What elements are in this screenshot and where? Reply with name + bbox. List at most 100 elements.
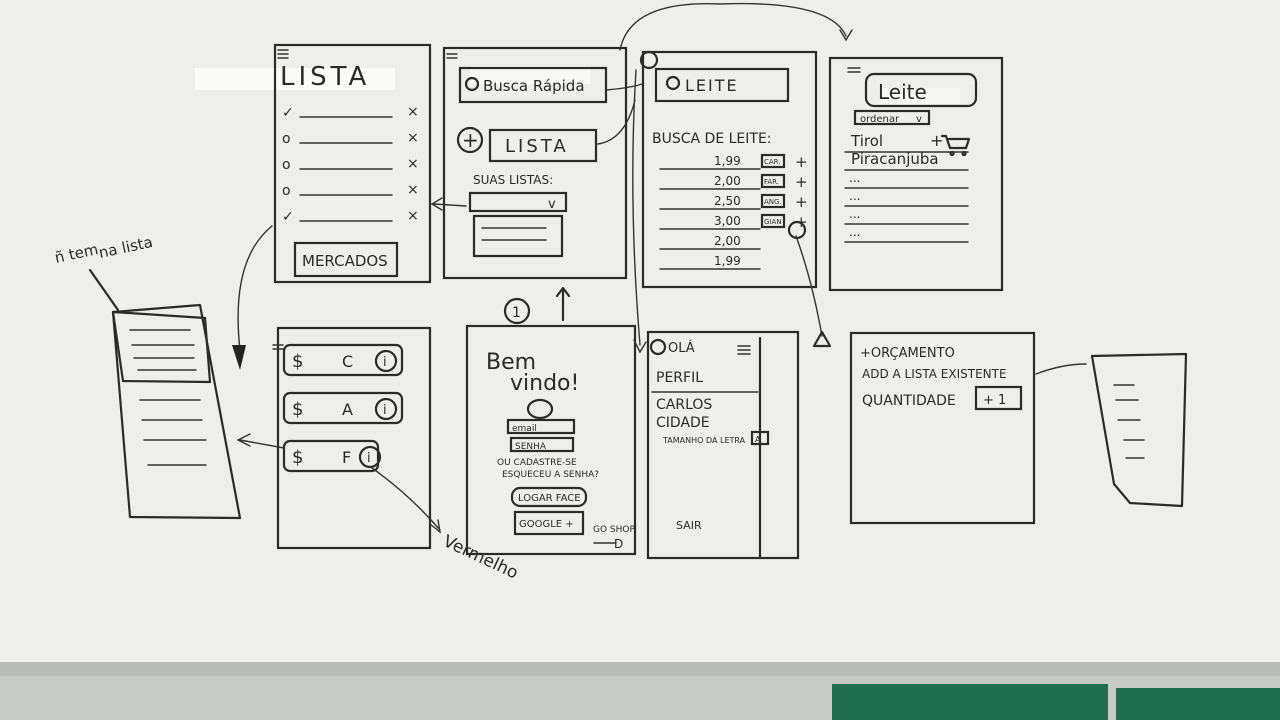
quantity-stepper[interactable] [974,385,1023,411]
logout-link[interactable]: SAIR [676,519,702,532]
search-value: LEITE [685,76,739,95]
email-field[interactable] [506,418,576,435]
add-budget-option[interactable]: +ORÇAMENTO [860,346,955,361]
close-icon[interactable]: × [407,156,419,172]
close-icon[interactable]: × [407,130,419,146]
sketch-lines [129,329,207,466]
add-icon[interactable] [456,126,484,154]
add-plus: + [462,128,479,152]
doodle-note-right [1090,352,1188,508]
frame-border [273,43,432,284]
search-input[interactable] [654,67,790,103]
market-initial: A [342,400,353,419]
add-existing-list-option[interactable]: ADD A LISTA EXISTENTE [862,367,1007,381]
frame-border [276,326,432,550]
chevron-down-icon: v [548,197,556,212]
arrow-lista-to-note [237,225,273,351]
lista-button[interactable] [488,128,598,163]
add-to-cart-plus[interactable]: + [930,131,943,150]
product-title: Leite [878,80,927,104]
close-icon[interactable]: × [407,208,419,224]
info-glyph: i [383,403,387,418]
frame-border [641,50,818,289]
quantity-label: QUANTIDADE [862,393,956,409]
light-reflection [880,88,960,104]
info-glyph: i [383,355,387,370]
arrow-head [812,330,832,348]
arrow-lista-button [597,99,636,145]
add-result-button[interactable]: + [795,153,808,171]
frame-add-popup: +ORÇAMENTO ADD A LISTA EXISTENTE QUANTID… [849,331,1087,525]
paper-sketch [111,303,242,520]
light-reflection [470,66,590,84]
step-number: 1 [512,305,521,321]
product-item[interactable]: ... [849,207,860,221]
result-price: 2,00 [714,234,741,248]
menu-icon [446,53,458,59]
check-mark[interactable]: ✓ [282,209,294,225]
info-icon[interactable] [358,445,382,469]
store-badge [760,173,786,189]
product-item[interactable]: Piracanjuba [851,150,939,168]
product-item[interactable]: Tirol [850,132,883,150]
perfil-label[interactable]: PERFIL [656,370,703,386]
menu-icon[interactable] [737,345,751,355]
check-mark[interactable]: o [282,183,291,199]
light-reflection [195,68,395,90]
price-symbol: $ [292,447,303,468]
check-mark[interactable]: o [282,157,291,173]
password-field[interactable] [509,436,575,453]
welcome-line-1: Bem [486,350,536,375]
smile-doodle: D [614,537,623,551]
flow-arrows [232,2,853,534]
results-heading: BUSCA DE LEITE: [652,131,772,147]
market-row[interactable] [282,391,404,425]
product-item[interactable]: ... [849,189,860,203]
signup-link[interactable]: OU CADASTRE-SE [497,458,577,468]
menu-icon[interactable] [847,67,861,73]
search-icon [464,76,480,92]
facebook-login-label: LOGAR FACE [518,493,581,504]
info-icon[interactable] [374,349,398,373]
add-result-button[interactable]: + [795,173,808,191]
check-mark[interactable]: o [282,131,291,147]
paper-sketch-fold [111,310,212,384]
close-icon[interactable]: × [407,104,419,120]
check-mark[interactable]: ✓ [282,105,294,121]
frame-border [646,330,800,560]
product-item[interactable]: ... [849,171,860,185]
pointer-line [88,268,120,312]
frame-profile: OLÁ PERFIL CARLOS CIDADE TAMANHO DA LETR… [646,330,800,560]
search-icon [665,75,681,91]
product-item[interactable]: ... [849,225,860,239]
lists-dropdown[interactable] [468,191,568,213]
arrow-lists-to-lista [430,197,467,211]
price-symbol: $ [292,399,303,420]
font-size-label: TAMANHO DA LETRA [662,436,746,445]
menu-icon[interactable] [639,50,659,70]
arrow-search-to-results [605,83,643,91]
add-result-button[interactable]: + [795,193,808,211]
user-name: CARLOS [656,397,712,413]
lista-button-label: LISTA [505,136,569,157]
list-lines [481,227,547,241]
market-row[interactable] [282,343,404,377]
quantity-value: + 1 [983,393,1006,408]
product-items: TirolPiracanjuba............ [844,132,969,243]
sort-select[interactable] [853,109,931,126]
font-size-control[interactable] [750,430,770,446]
info-icon[interactable] [374,397,398,421]
arrow-up [555,286,571,322]
mercados-button[interactable] [293,241,399,278]
google-login-button[interactable] [513,510,585,536]
frame-border [442,46,628,280]
store-badge [760,193,786,209]
facebook-login-button[interactable] [510,486,588,508]
close-icon[interactable]: × [407,182,419,198]
search-label: Busca Rápida [483,77,585,95]
font-size-badge: A [755,435,761,444]
market-row[interactable] [282,439,380,473]
search-input[interactable] [458,66,608,104]
forgot-password-link[interactable]: ESQUECEU A SENHA? [502,470,599,480]
